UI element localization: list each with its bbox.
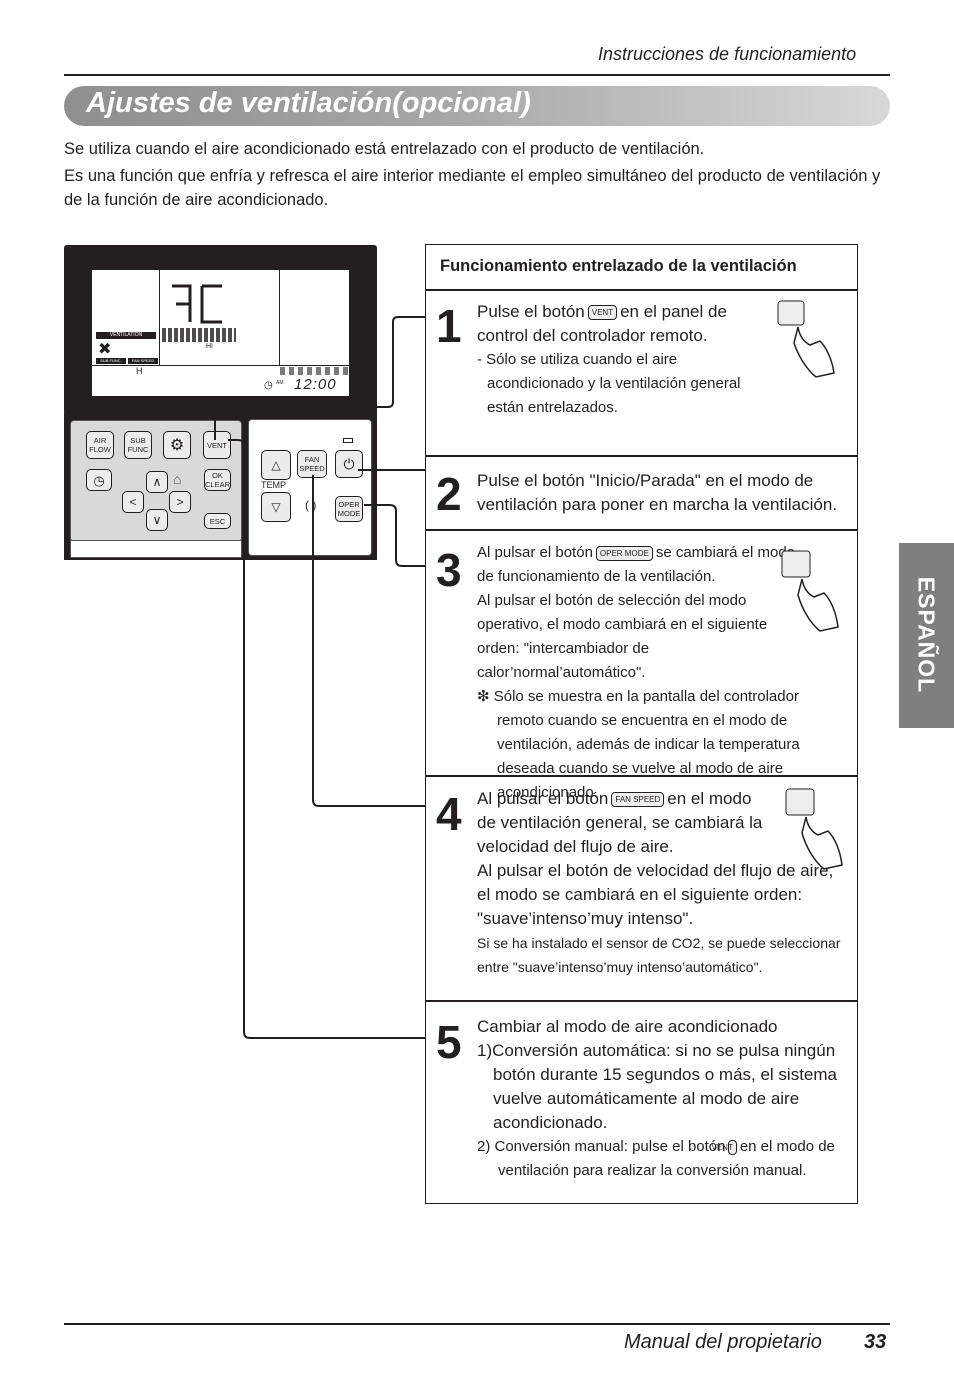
step-5-number: 5	[436, 1016, 462, 1068]
vent-inline-icon: VENT	[711, 1139, 737, 1155]
vent-inline-icon: VENT	[587, 305, 618, 321]
subfunc-button[interactable]: SUB FUNC	[124, 431, 152, 459]
step-4-line3: Al pulsar el botón de velocidad del fluj…	[477, 861, 834, 928]
hand-press-oper-icon	[780, 549, 846, 633]
home-icon: ⌂	[173, 471, 182, 487]
remote-right-pad: △ TEMP ▽ FAN SPEED ⏻ ( ) OPER MODE	[248, 419, 372, 556]
lcd-hi-label: HI	[206, 343, 213, 350]
settings-gear-icon[interactable]: ⚙	[163, 431, 191, 459]
step-2-text: Pulse el botón "Inicio/Parada" en el mod…	[477, 471, 838, 514]
step-1-line2: control del controlador remoto.	[477, 326, 708, 345]
oper-mode-inline-icon: OPER MODE	[595, 545, 653, 561]
divider	[426, 455, 857, 457]
step-5-text: Cambiar al modo de aire acondicionado 1)…	[477, 1015, 852, 1183]
footer-title: Manual del propietario	[624, 1331, 822, 1353]
lcd-am-label: AM	[276, 380, 284, 386]
power-led	[343, 438, 353, 443]
remote-battery-cover	[70, 540, 242, 558]
title-bar	[64, 86, 890, 126]
step-5-line3b: en el modo de ventilación para realizar …	[498, 1138, 835, 1179]
lcd-h-label: H	[136, 366, 143, 376]
fan-speed-inline-icon: FAN SPEED	[611, 792, 665, 808]
step-3-line1b: se cambiará el modo	[655, 544, 796, 561]
lcd-subfunc-label: SUB FUNC.	[96, 358, 126, 364]
hand-press-fan-icon	[784, 787, 850, 871]
step-3-note: ❇ Sólo se muestra en la pantalla del con…	[477, 688, 800, 801]
step-1-line1b: en el panel de	[620, 302, 727, 321]
airflow-button[interactable]: AIR FLOW	[86, 431, 114, 459]
lcd-day-row	[280, 367, 348, 375]
step-4-line1a: Al pulsar el botón	[477, 789, 609, 808]
step-1-line1a: Pulse el botón	[477, 302, 585, 321]
step-1-note: - Sólo se utiliza cuando el aire acondic…	[477, 351, 741, 416]
divider	[426, 289, 857, 291]
step-5-line2: 1)Conversión automática: si no se pulsa …	[477, 1041, 837, 1132]
timer-clock-icon[interactable]: ◷	[86, 469, 112, 491]
header-rule	[64, 74, 890, 76]
ok-clear-button[interactable]: OK CLEAR	[204, 469, 231, 491]
step-3-line2: de funcionamiento de la ventilación.	[477, 568, 716, 585]
footer-rule	[64, 1323, 890, 1325]
divider	[426, 1000, 857, 1002]
step-4-line2: de ventilación general, se cambiará la v…	[477, 813, 763, 856]
step-4-note: Si se ha instalado el sensor de CO2, se …	[477, 935, 841, 975]
remote-keypad: AIR FLOW SUB FUNC ⚙ VENT ◷ ∧ < > ∨ ⌂ OK …	[70, 420, 242, 542]
divider	[426, 529, 857, 531]
vent-button[interactable]: VENT	[203, 431, 231, 459]
divider	[426, 775, 857, 777]
fan-speed-button[interactable]: FAN SPEED	[297, 450, 327, 478]
temp-label: TEMP	[261, 480, 287, 490]
up-arrow-button[interactable]: ∧	[146, 471, 168, 493]
intro-paragraph-2: Es una función que enfría y refresca el …	[64, 167, 881, 209]
step-2-number: 2	[436, 468, 462, 520]
step-5-line3a: 2) Conversión manual: pulse el botón	[477, 1138, 726, 1155]
lcd-fanspeed-label: FAN SPEED	[128, 358, 158, 364]
step-5-line1: Cambiar al modo de aire acondicionado	[477, 1017, 778, 1036]
step-1-number: 1	[436, 300, 462, 352]
temp-up-button[interactable]: △	[261, 450, 291, 480]
down-arrow-button[interactable]: ∨	[146, 509, 168, 531]
page-number: 33	[864, 1331, 887, 1353]
step-4-number: 4	[436, 788, 462, 840]
step-3-line3: Al pulsar el botón de selección del modo…	[477, 592, 768, 681]
left-arrow-button[interactable]: <	[122, 491, 144, 513]
step-4-line1b: en el modo	[667, 789, 752, 808]
lcd-temp-segments	[172, 284, 222, 324]
running-header: Instrucciones de funcionamiento	[598, 44, 857, 64]
power-icon[interactable]: ⏻	[335, 450, 363, 478]
right-arrow-button[interactable]: >	[169, 491, 191, 513]
step-5-line3: 2) Conversión manual: pulse el botónVENT…	[477, 1135, 855, 1183]
temp-down-button[interactable]: ▽	[261, 492, 291, 522]
lcd-fan-bars	[162, 328, 236, 342]
remote-lcd: VENTILATION ✖ SUB FUNC. FAN SPEED H HI ◷…	[91, 269, 350, 397]
language-tab: ESPAÑOL	[899, 543, 954, 728]
mode-dot-icon: ( )	[305, 498, 317, 512]
hand-press-vent-icon	[776, 299, 842, 379]
panel-heading: Funcionamiento entrelazado de la ventila…	[440, 257, 797, 275]
page-title: Ajustes de ventilación(opcional)	[86, 87, 531, 119]
lcd-ventilation-label: VENTILATION	[96, 332, 156, 339]
step-3-line1a: Al pulsar el botón	[477, 544, 593, 561]
instruction-panel: Funcionamiento entrelazado de la ventila…	[425, 244, 858, 1204]
step-3-number: 3	[436, 544, 462, 596]
esc-button[interactable]: ESC	[204, 513, 231, 529]
oper-mode-button[interactable]: OPER MODE	[335, 496, 363, 522]
lcd-vent-icon: ✖	[98, 341, 112, 358]
clock-icon: ◷	[264, 380, 273, 391]
intro-paragraph-1: Se utiliza cuando el aire acondicionado …	[64, 140, 705, 158]
lcd-time: 12:00	[294, 376, 337, 393]
